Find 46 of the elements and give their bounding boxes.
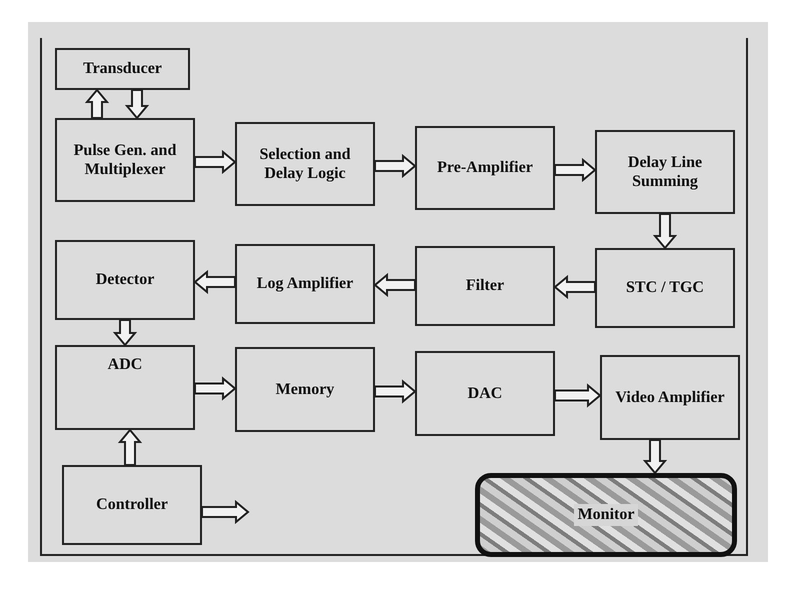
block-arrow [194, 376, 237, 401]
block-label: Pulse Gen. and Multiplexer [72, 140, 178, 180]
block-arrow [374, 154, 417, 178]
block-label: Filter [466, 276, 504, 296]
process-box [595, 248, 735, 328]
process-box [62, 465, 202, 545]
process-box [235, 347, 375, 432]
process-box [55, 345, 195, 430]
block-label: ADC [108, 355, 142, 374]
block-arrow [373, 272, 416, 298]
block-label: DAC [468, 384, 502, 404]
process-box [595, 130, 735, 214]
block-label: Monitor [574, 504, 638, 526]
block-arrow [84, 88, 110, 119]
block-label: Log Amplifier [256, 274, 354, 294]
block-label: Delay Line Summing [626, 152, 704, 192]
block-arrow [194, 150, 237, 174]
block-arrow [652, 213, 678, 250]
block-arrow [553, 274, 596, 300]
block-label: Pre-Amplifier [437, 158, 533, 178]
process-box [415, 246, 555, 326]
process-box [55, 118, 195, 202]
block-label: Detector [96, 270, 154, 290]
process-box [415, 351, 555, 436]
block-label: Video Amplifier [615, 388, 725, 408]
process-box [235, 244, 375, 324]
block-arrow [554, 383, 602, 408]
process-box [600, 355, 740, 440]
block-arrow [118, 428, 142, 466]
block-label: Transducer [83, 59, 162, 79]
block-arrow [554, 158, 597, 182]
block-arrow [112, 319, 138, 347]
block-arrow [374, 379, 417, 404]
process-box [55, 48, 190, 90]
process-box [415, 126, 555, 210]
block-arrow [642, 439, 668, 475]
monitor-screen [475, 473, 737, 557]
block-arrow [201, 500, 250, 524]
block-label: Memory [276, 380, 334, 400]
block-label: Controller [96, 495, 168, 515]
block-label: STC / TGC [626, 278, 704, 298]
block-arrow [124, 89, 150, 120]
block-arrow [193, 270, 236, 294]
process-box [235, 122, 375, 206]
block-label: Selection and Delay Logic [258, 144, 352, 184]
process-box [55, 240, 195, 320]
